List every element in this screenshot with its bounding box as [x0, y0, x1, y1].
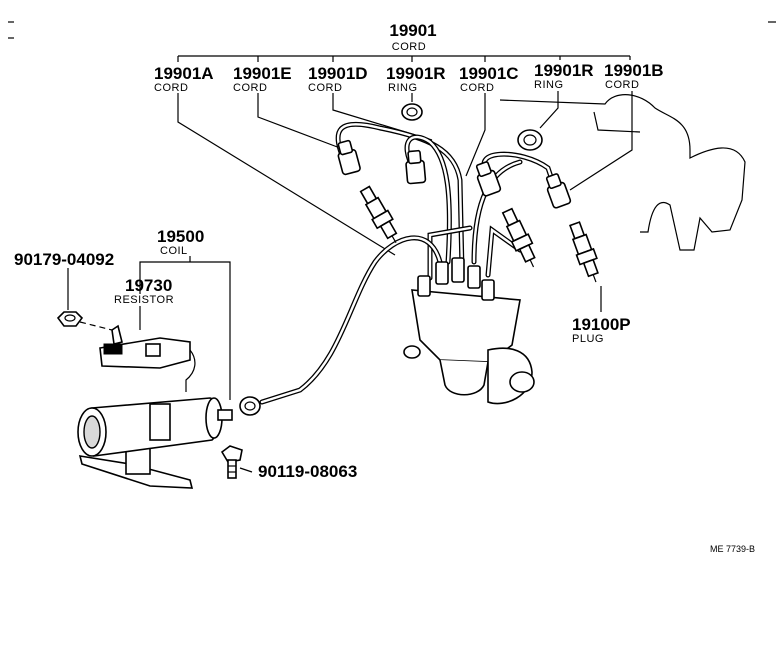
svg-text:90179-04092: 90179-04092 [14, 250, 114, 269]
bolt-90119-08063 [220, 445, 243, 479]
svg-text:19901B: 19901B [604, 61, 664, 80]
callout-19730: 19730 RESISTOR [114, 276, 174, 306]
callout-19901e: 19901E CORD [233, 64, 292, 94]
engine-block-outline [499, 94, 746, 251]
callout-19901d: 19901D CORD [308, 64, 368, 94]
svg-text:19901R: 19901R [534, 61, 594, 80]
callout-19901r-right: 19901R RING [534, 61, 594, 91]
corner-marks [8, 21, 776, 39]
ring-19901r-left [401, 103, 423, 121]
figure-reference: ME 7739-B [710, 544, 755, 554]
svg-text:19901R: 19901R [386, 64, 446, 83]
svg-text:CORD: CORD [605, 79, 639, 91]
callout-19901r-left: 19901R RING [386, 64, 446, 94]
callout-19500: 19500 COIL [157, 227, 204, 257]
svg-text:19100P: 19100P [572, 315, 631, 334]
callout-90179-04092: 90179-04092 [14, 250, 114, 269]
callout-19100p: 19100P PLUG [572, 315, 631, 345]
svg-text:19901: 19901 [389, 21, 436, 40]
ignition-coil-19500 [77, 397, 233, 489]
svg-text:RING: RING [388, 82, 418, 94]
callout-19901: 19901 CORD [389, 21, 436, 53]
ring-19901r-right [517, 129, 543, 151]
svg-text:CORD: CORD [233, 82, 267, 94]
svg-text:CORD: CORD [308, 82, 342, 94]
callout-19901a: 19901A CORD [154, 64, 214, 94]
svg-text:19901C: 19901C [459, 64, 519, 83]
nut-90179-04092 [56, 311, 84, 327]
spark-plug-cords [259, 121, 559, 405]
spark-plug-3 [569, 221, 599, 283]
resistor-19730 [99, 324, 196, 392]
spark-plug-1 [359, 185, 398, 244]
callout-19901c: 19901C CORD [459, 64, 519, 94]
coil-cord-terminal [239, 396, 261, 416]
svg-text:19901A: 19901A [154, 64, 214, 83]
svg-text:90119-08063: 90119-08063 [258, 462, 357, 481]
svg-text:RING: RING [534, 79, 564, 91]
callout-90119-08063: 90119-08063 [258, 462, 357, 481]
plug-boots [337, 139, 572, 209]
svg-text:RESISTOR: RESISTOR [114, 294, 174, 306]
svg-text:CORD: CORD [154, 82, 188, 94]
svg-text:19730: 19730 [125, 276, 172, 295]
distributor [403, 257, 535, 405]
svg-text:PLUG: PLUG [572, 333, 604, 345]
svg-text:19901D: 19901D [308, 64, 368, 83]
spark-plug-2 [501, 207, 536, 268]
svg-text:CORD: CORD [392, 41, 426, 53]
callout-19901b: 19901B CORD [604, 61, 664, 91]
svg-text:19500: 19500 [157, 227, 204, 246]
svg-text:19901E: 19901E [233, 64, 292, 83]
svg-text:COIL: COIL [160, 245, 188, 257]
svg-text:CORD: CORD [460, 82, 494, 94]
